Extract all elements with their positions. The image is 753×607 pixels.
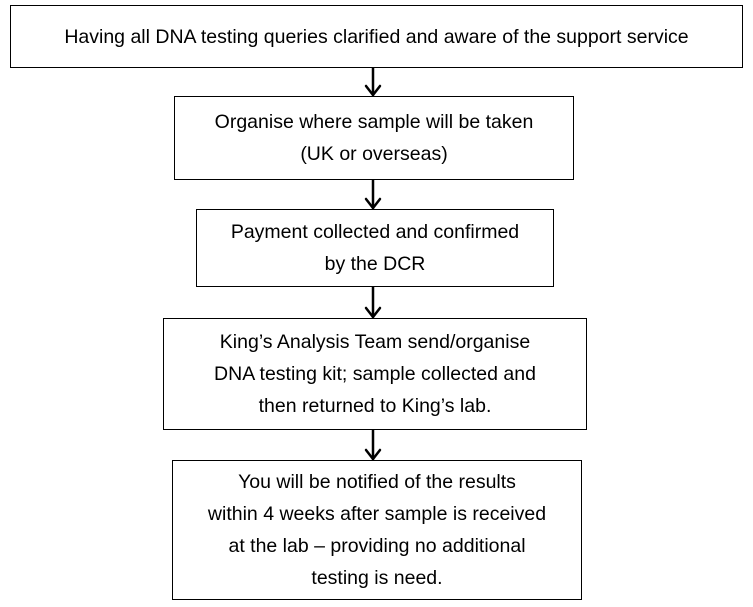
step-2-line-2: (UK or overseas) [300, 143, 448, 165]
step-5-line-1: You will be notified of the results [238, 471, 516, 493]
step-1-box: Having all DNA testing queries clarified… [10, 5, 743, 68]
step-4-line-3: then returned to King’s lab. [258, 395, 492, 417]
step-3-line-2: by the DCR [324, 253, 426, 275]
step-3-line-1: Payment collected and confirmed [230, 221, 520, 243]
arrow-3-to-4 [364, 285, 382, 319]
step-4-line-2: DNA testing kit; sample collected and [214, 363, 536, 385]
step-2-line-1: Organise where sample will be taken [214, 111, 534, 133]
step-1-line-1: Having all DNA testing queries clarified… [64, 25, 689, 48]
step-5-line-4: testing is need. [311, 567, 443, 589]
step-4-line-1: King’s Analysis Team send/organise [219, 331, 531, 353]
step-2-box: Organise where sample will be taken (UK … [174, 96, 574, 180]
step-5-line-3: at the lab – providing no additional [228, 535, 526, 557]
step-5-line-2: within 4 weeks after sample is received [207, 503, 547, 525]
arrow-4-to-5 [364, 428, 382, 461]
step-3-box: Payment collected and confirmed by the D… [196, 209, 554, 287]
step-5-box: You will be notified of the results with… [172, 460, 582, 600]
step-4-box: King’s Analysis Team send/organise DNA t… [163, 318, 587, 430]
arrow-2-to-3 [364, 178, 382, 210]
arrow-1-to-2 [364, 66, 382, 97]
